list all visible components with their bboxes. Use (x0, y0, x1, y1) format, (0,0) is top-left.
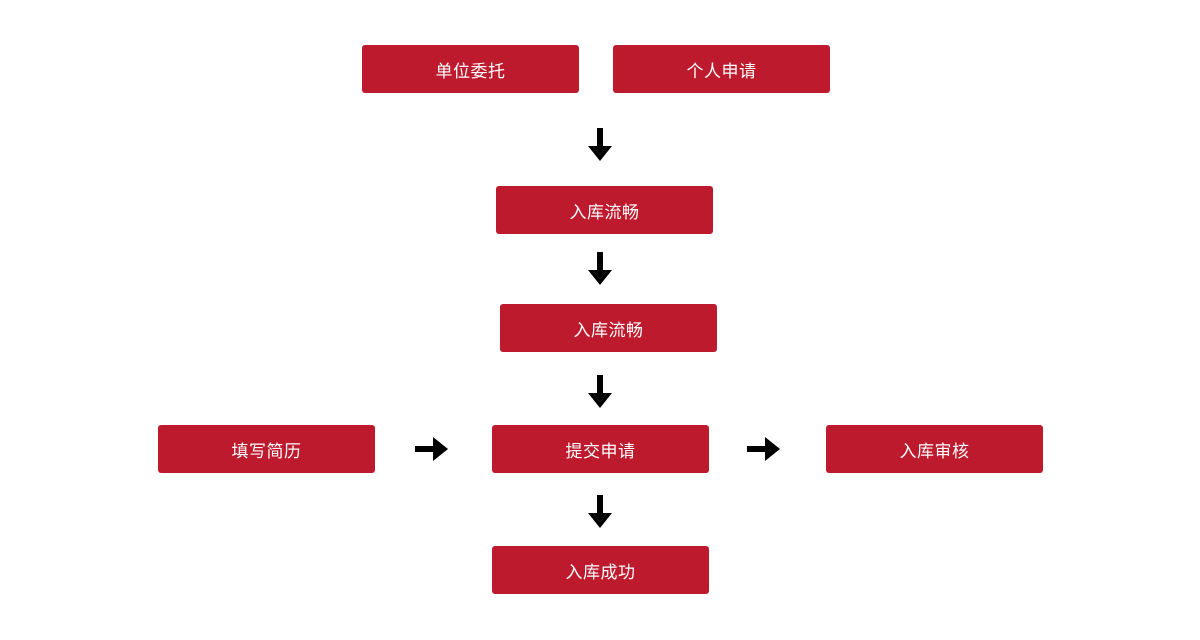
arrow-right-icon (415, 436, 449, 462)
node-label: 填写简历 (231, 441, 302, 462)
node-storage-smooth-2: 入库流畅 (500, 304, 717, 352)
node-label: 个人申请 (686, 61, 757, 82)
node-label: 单位委托 (435, 61, 506, 82)
node-label: 入库流畅 (569, 202, 640, 223)
node-label: 提交申请 (565, 441, 636, 462)
arrow-down-icon (587, 252, 613, 286)
node-submit-application: 提交申请 (492, 425, 709, 473)
node-unit-commission: 单位委托 (362, 45, 579, 93)
node-storage-smooth-1: 入库流畅 (496, 186, 713, 234)
arrow-down-icon (587, 375, 613, 409)
node-fill-resume: 填写简历 (158, 425, 375, 473)
node-label: 入库流畅 (573, 320, 644, 341)
node-storage-success: 入库成功 (492, 546, 709, 594)
arrow-down-icon (587, 128, 613, 162)
node-label: 入库成功 (565, 562, 636, 583)
node-storage-review: 入库审核 (826, 425, 1043, 473)
arrow-right-icon (747, 436, 781, 462)
node-label: 入库审核 (899, 441, 970, 462)
arrow-down-icon (587, 495, 613, 529)
node-personal-application: 个人申请 (613, 45, 830, 93)
